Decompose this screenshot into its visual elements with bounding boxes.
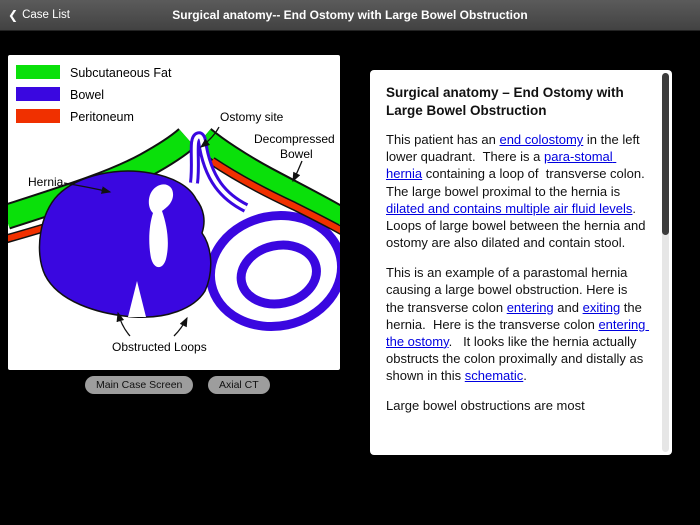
- case-description-panel: Surgical anatomy – End Ostomy with Large…: [370, 70, 672, 455]
- case-title: Surgical anatomy – End Ostomy with Large…: [386, 85, 624, 118]
- obstructed-bowel-mass: [38, 170, 212, 318]
- legend-label-peritoneum: Peritoneum: [70, 110, 134, 124]
- decompressed-bowel-arrow: [292, 160, 303, 183]
- bowel-loop-gap: [148, 184, 174, 268]
- anatomy-diagram: Subcutaneous Fat Bowel Peritoneum: [2, 65, 349, 354]
- decompressed-label-line1: Decompressed: [254, 132, 335, 146]
- legend-swatch-bowel: [16, 87, 60, 101]
- hernia-arrow: [63, 182, 112, 194]
- back-button[interactable]: ❮ Case List: [8, 0, 70, 30]
- inline-link[interactable]: entering the ostomy: [386, 316, 650, 349]
- navigation-bar: ❮ Case List Surgical anatomy-- End Ostom…: [0, 0, 700, 31]
- page-title: Surgical anatomy-- End Ostomy with Large…: [172, 8, 528, 22]
- legend-swatch-fat: [16, 65, 60, 79]
- back-button-label: Case List: [22, 9, 70, 21]
- hernia-label: Hernia: [28, 175, 64, 189]
- decompressed-label-line2: Bowel: [280, 147, 313, 161]
- ostomy-site-arrow: [199, 126, 220, 148]
- case-paragraph: This is an example of a parastomal herni…: [386, 265, 650, 384]
- scrollbar-track[interactable]: [662, 73, 669, 452]
- axial-ct-button[interactable]: Axial CT: [208, 376, 270, 394]
- obstructed-loops-arrow-right: [173, 316, 188, 337]
- inline-link[interactable]: end colostomy: [499, 132, 584, 148]
- legend-label-bowel: Bowel: [70, 88, 104, 102]
- inline-link[interactable]: entering: [506, 299, 554, 315]
- obstructed-loops-label: Obstructed Loops: [112, 340, 207, 354]
- peritoneum-right: [210, 158, 346, 235]
- case-paragraphs: This patient has an end colostomy in the…: [386, 131, 646, 414]
- inline-link[interactable]: exiting: [582, 299, 621, 315]
- decompressed-bowel-loop: [205, 210, 347, 332]
- inline-link[interactable]: para-stomal hernia: [386, 149, 617, 182]
- inline-link[interactable]: schematic: [464, 368, 524, 384]
- legend-swatch-peritoneum: [16, 109, 60, 123]
- scrollbar-thumb[interactable]: [662, 73, 669, 235]
- case-description: Surgical anatomy – End Ostomy with Large…: [386, 84, 646, 427]
- diagram-legend: Subcutaneous Fat Bowel Peritoneum: [16, 65, 172, 124]
- main-case-screen-button[interactable]: Main Case Screen: [85, 376, 194, 394]
- case-paragraph: Large bowel obstructions are most: [386, 398, 585, 414]
- legend-label-fat: Subcutaneous Fat: [70, 66, 172, 80]
- subcutaneous-fat-right: [195, 129, 348, 230]
- inline-link[interactable]: dilated and contains multiple air fluid …: [386, 200, 633, 216]
- bowel-loop-slit: [128, 281, 146, 317]
- anatomy-diagram-panel: Subcutaneous Fat Bowel Peritoneum: [2, 55, 349, 370]
- back-chevron-icon: ❮: [8, 8, 19, 22]
- case-paragraph: This patient has an end colostomy in the…: [386, 132, 650, 251]
- ostomy-site-label: Ostomy site: [220, 110, 284, 124]
- obstructed-loops-arrow-left: [116, 311, 131, 337]
